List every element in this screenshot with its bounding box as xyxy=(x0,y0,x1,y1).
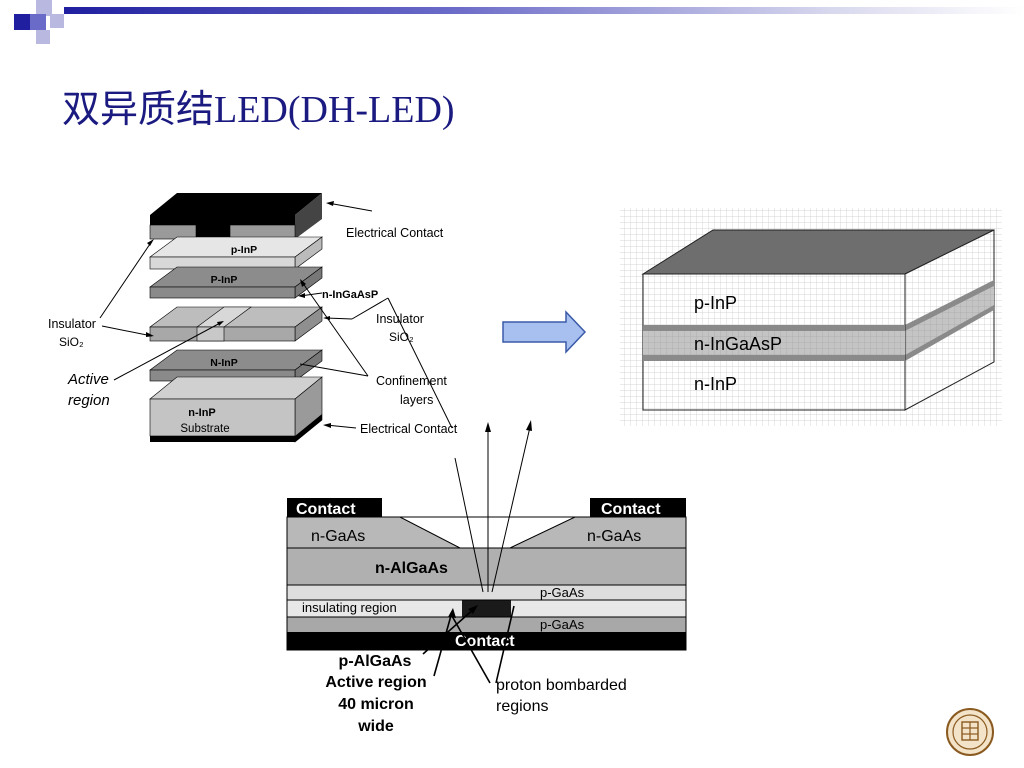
n-algaas-label: n-AlGaAs xyxy=(375,560,448,577)
contact-left-label: Contact xyxy=(296,501,356,518)
N-inp-layer: N-InP xyxy=(149,349,323,382)
cross-section-pointers xyxy=(422,605,515,684)
P-inp-layer: P-InP xyxy=(149,266,323,299)
p-inp-layer: p-InP xyxy=(149,236,323,270)
legend-right-1: proton bombarded xyxy=(496,677,627,694)
insulator-left-label-2: SiO₂ xyxy=(59,335,84,349)
light-ray-arrowheads xyxy=(485,420,532,432)
electrical-contact-bottom-label: Electrical Contact xyxy=(360,422,458,436)
legend-right-2: regions xyxy=(496,698,548,715)
exploded-view: p-InP P-InP N-InP xyxy=(48,193,458,443)
right-arrow-icon xyxy=(502,310,587,354)
confinement-label-2: layers xyxy=(400,393,433,407)
university-emblem-icon xyxy=(946,708,994,756)
block-view: p-InP n-InGaAsP n-InP xyxy=(620,208,1002,426)
insulating-region-label: insulating region xyxy=(302,600,397,615)
N-inp-label: N-InP xyxy=(210,357,237,369)
insulator-right-label-2: SiO₂ xyxy=(389,330,414,344)
p-gaas-upper-label: p-GaAs xyxy=(540,585,585,600)
slide-title: 双异质结LED(DH-LED) xyxy=(62,89,455,131)
block-layer-n-inp: n-InP xyxy=(694,374,737,394)
n-gaas-right-label: n-GaAs xyxy=(587,528,641,545)
legend-left-2: Active region xyxy=(325,674,426,691)
substrate-word-label: Substrate xyxy=(180,423,229,435)
legend-left-1: p-AlGaAs xyxy=(339,653,412,670)
insulator-right-label-1: Insulator xyxy=(376,312,424,326)
n-gaas-left-label: n-GaAs xyxy=(311,528,365,545)
substrate-material-label: n-InP xyxy=(188,407,216,419)
leader-lines xyxy=(99,202,453,429)
p-inp-label: p-InP xyxy=(231,244,257,256)
electrical-contact-top-label: Electrical Contact xyxy=(346,226,444,240)
active-label-1: Active xyxy=(67,371,109,388)
n-ingaasp-label: n-InGaAsP xyxy=(322,289,378,301)
legend-left-3: 40 micron xyxy=(338,696,414,713)
confinement-label-1: Confinement xyxy=(376,374,447,388)
header-bar xyxy=(64,7,1024,14)
light-rays xyxy=(454,426,531,593)
corner-decoration xyxy=(14,0,64,44)
leader-arrowheads xyxy=(146,201,334,428)
legend-left-4: wide xyxy=(357,718,394,735)
contact-bottom-label: Contact xyxy=(455,633,515,650)
block-layer-n-ingaasp: n-InGaAsP xyxy=(694,334,782,354)
active-label-2: region xyxy=(68,392,110,409)
active-layer xyxy=(149,306,323,342)
insulator-left-label-1: Insulator xyxy=(48,317,96,331)
substrate-layer: n-InP Substrate xyxy=(149,376,323,443)
cross-section: Contact Contact n-GaAs n-GaAs n-AlGaAs p… xyxy=(286,420,687,735)
P-inp-label: P-InP xyxy=(211,274,238,286)
top-contact-layer xyxy=(149,193,322,240)
p-gaas-lower-label: p-GaAs xyxy=(540,617,585,632)
contact-right-label: Contact xyxy=(601,501,661,518)
block-layer-p-inp: p-InP xyxy=(694,293,737,313)
